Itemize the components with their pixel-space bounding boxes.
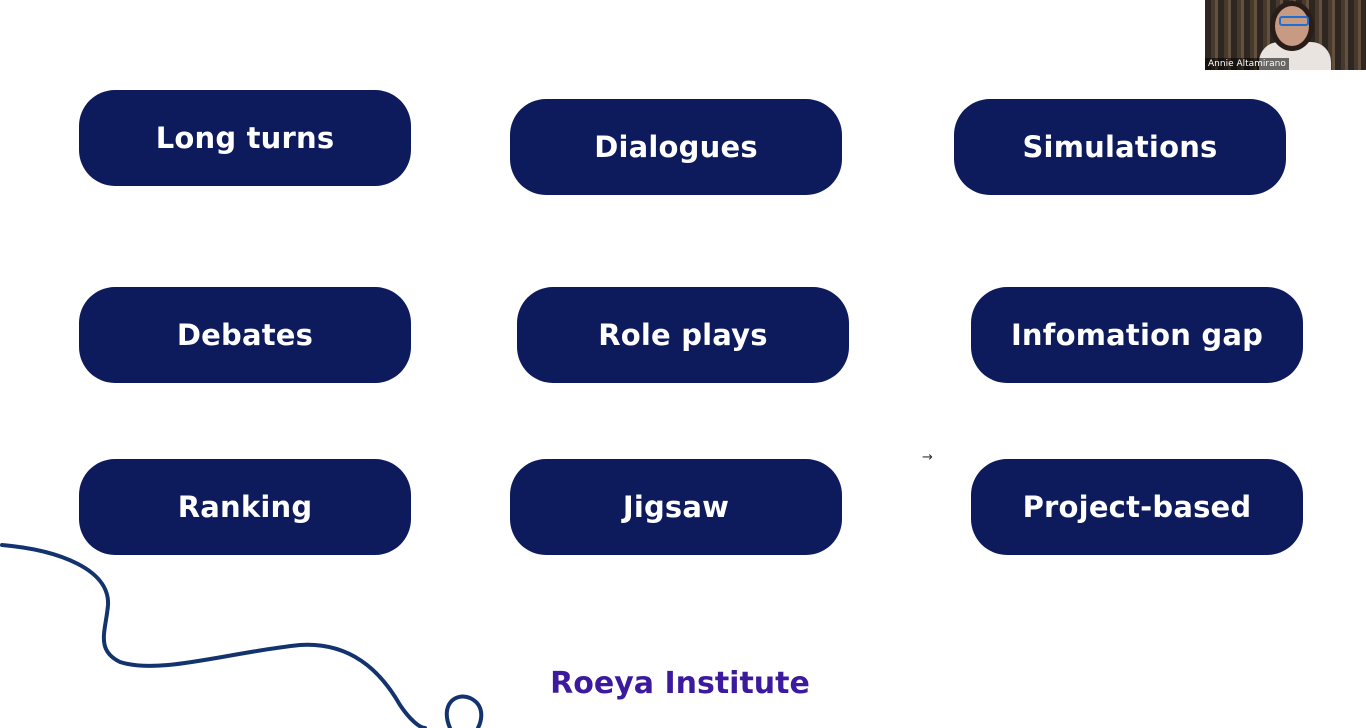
activity-role-plays: Role plays	[517, 287, 849, 383]
activity-project-based: Project-based	[971, 459, 1303, 555]
participant-video-tile[interactable]: Annie Altamirano	[1205, 0, 1366, 70]
glasses-icon	[1279, 16, 1309, 26]
participant-avatar	[1275, 6, 1309, 46]
institute-title: Roeya Institute	[550, 666, 810, 701]
activity-debates: Debates	[79, 287, 411, 383]
activity-information-gap: Infomation gap	[971, 287, 1303, 383]
activity-simulations: Simulations	[954, 99, 1286, 195]
activity-ranking: Ranking	[79, 459, 411, 555]
activity-long-turns: Long turns	[79, 90, 411, 186]
participant-name-label: Annie Altamirano	[1205, 58, 1289, 70]
arrow-cursor-icon: →	[922, 450, 933, 465]
activity-jigsaw: Jigsaw	[510, 459, 842, 555]
activity-dialogues: Dialogues	[510, 99, 842, 195]
